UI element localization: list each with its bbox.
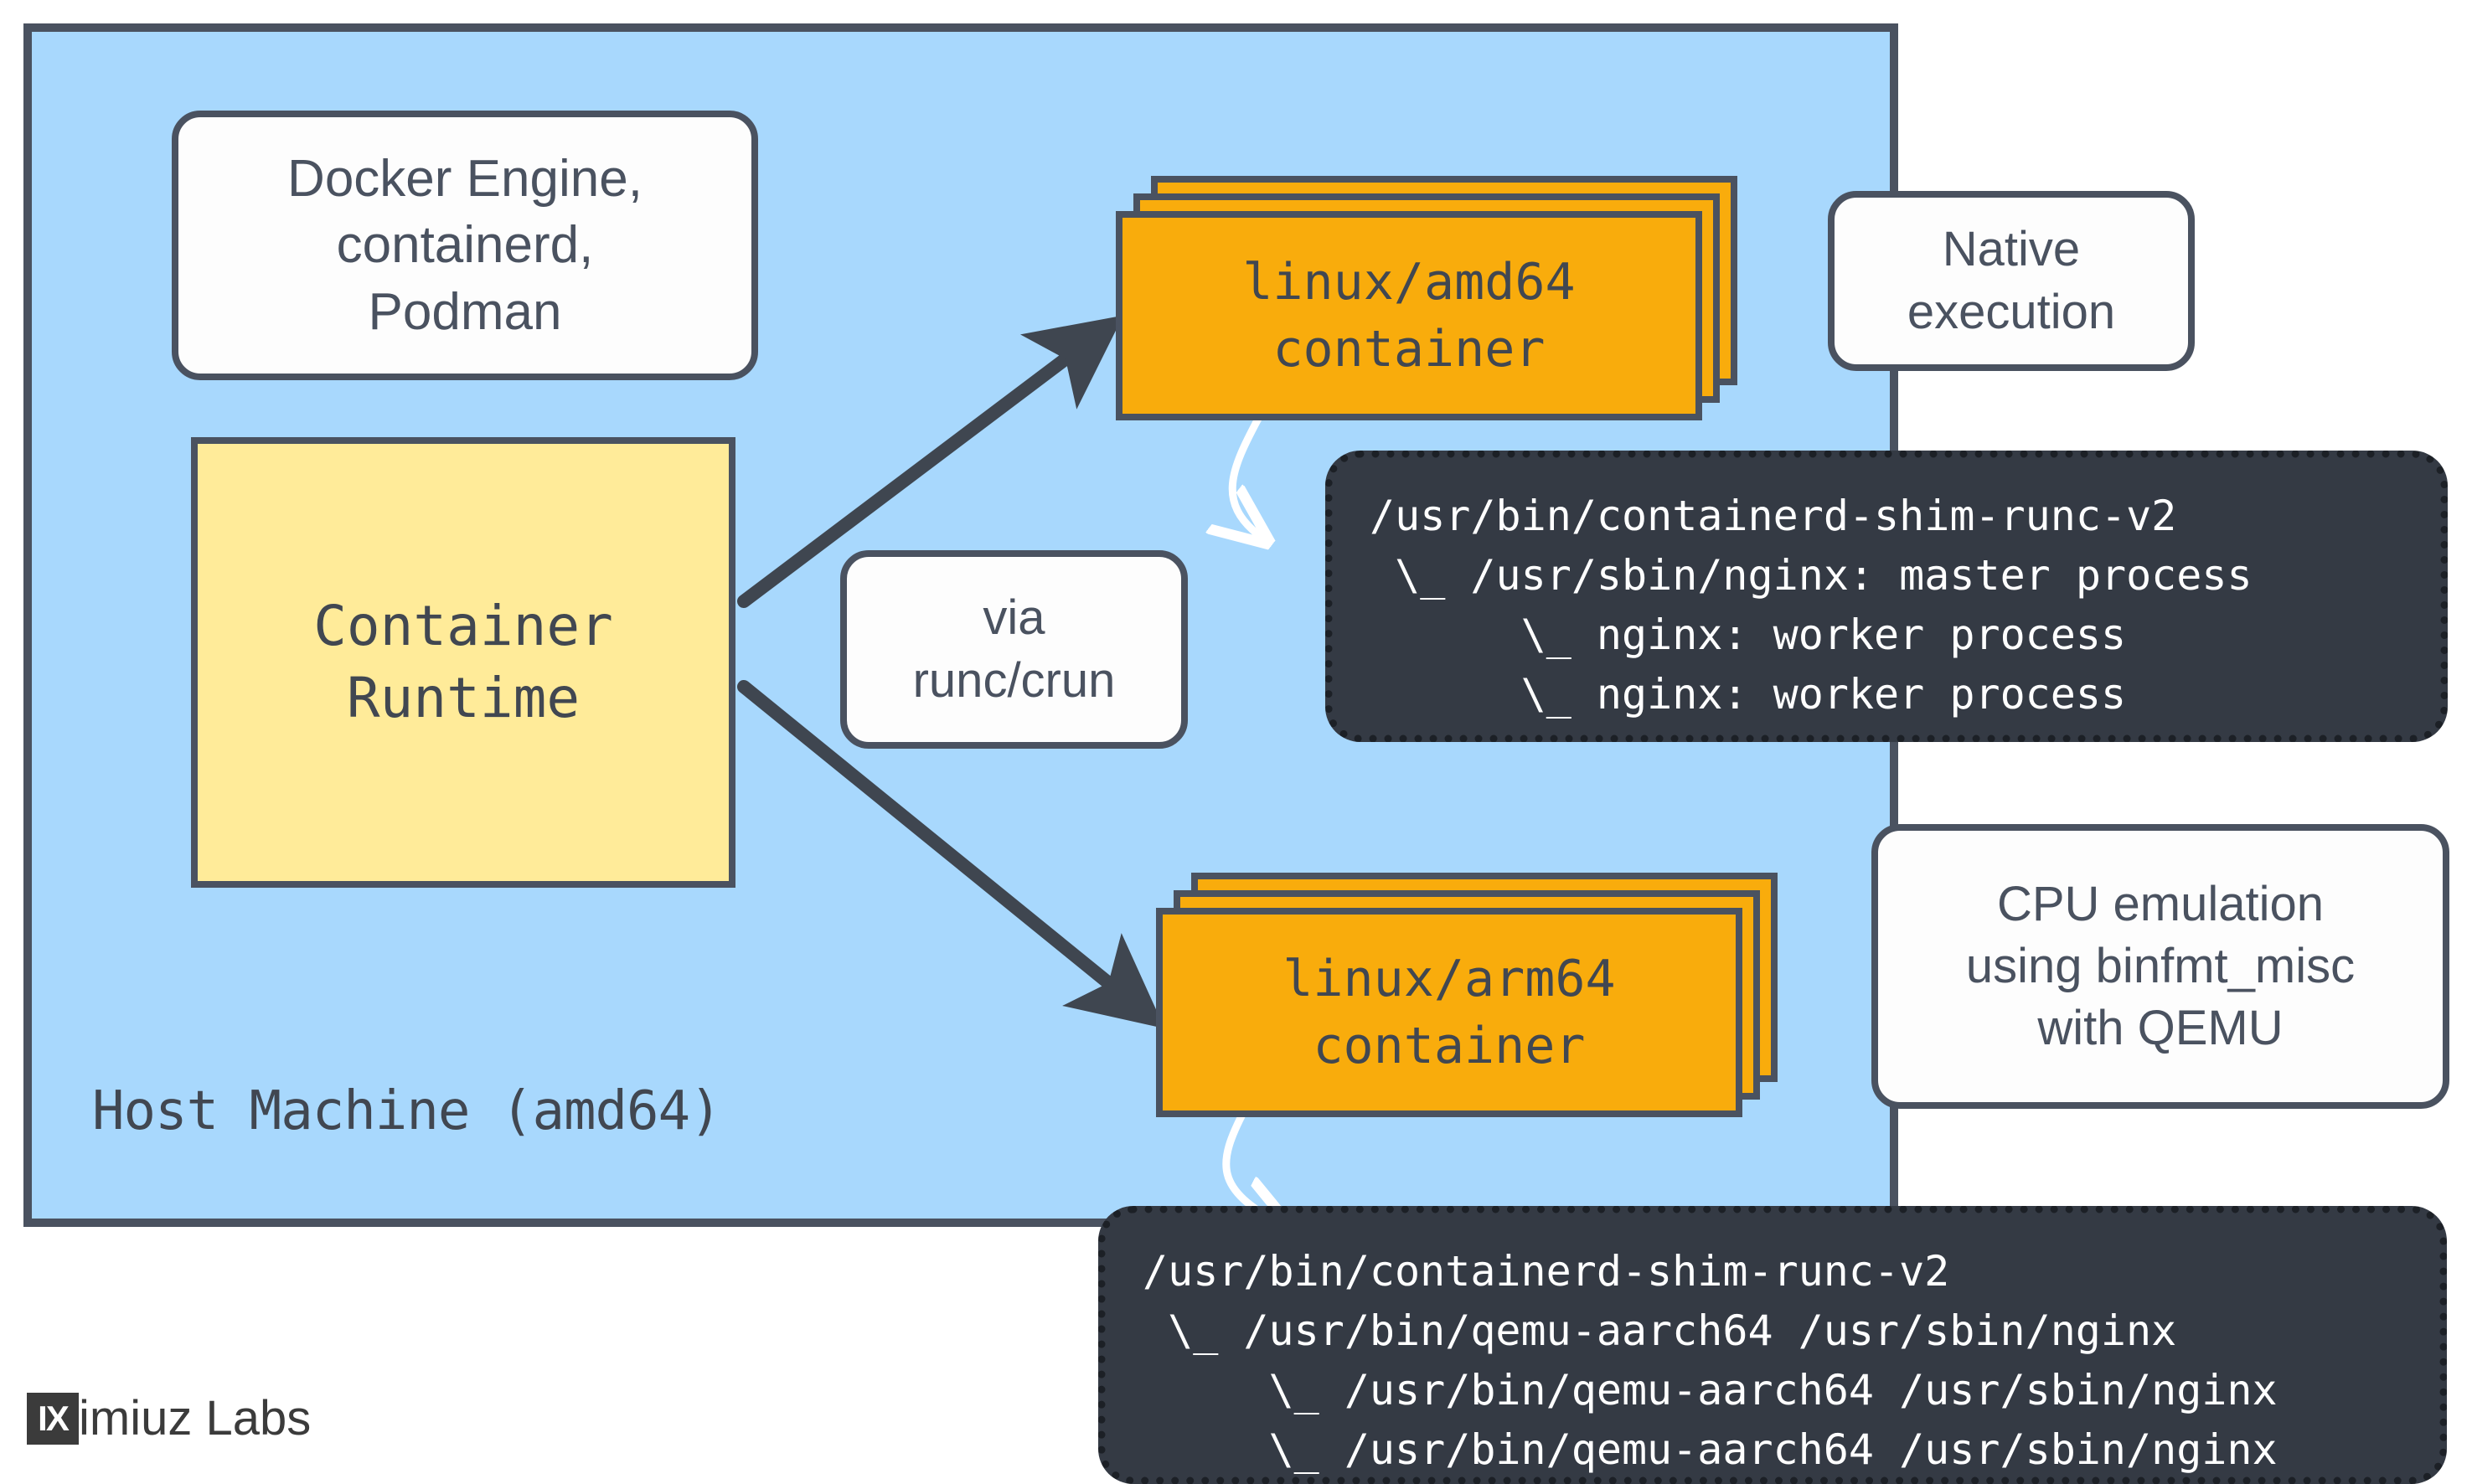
terminal-qemu-pstree: /usr/bin/containerd-shim-runc-v2 \_ /usr… — [1098, 1206, 2447, 1484]
container-stack-arm64: linux/arm64 container — [1156, 873, 1778, 1117]
footer-logo: IX imiuz Labs — [27, 1390, 311, 1446]
container-runtime-box: Container Runtime — [191, 437, 735, 888]
container-card-front-amd64: linux/amd64 container — [1116, 211, 1702, 420]
iximiuz-logo-icon: IX — [27, 1392, 79, 1445]
note-native-execution: Native execution — [1828, 191, 2195, 371]
note-cpu-emulation: CPU emulation using binfmt_misc with QEM… — [1871, 824, 2449, 1109]
footer-logo-text: imiuz Labs — [79, 1391, 312, 1445]
container-stack-amd64: linux/amd64 container — [1116, 176, 1737, 420]
host-machine-label: Host Machine (amd64) — [92, 1080, 722, 1142]
terminal-native-pstree: /usr/bin/containerd-shim-runc-v2 \_ /usr… — [1325, 451, 2448, 742]
note-via-runc-crun: via runc/crun — [840, 550, 1188, 749]
note-container-engines: Docker Engine, containerd, Podman — [172, 111, 758, 380]
container-card-front-arm64: linux/arm64 container — [1156, 908, 1742, 1117]
